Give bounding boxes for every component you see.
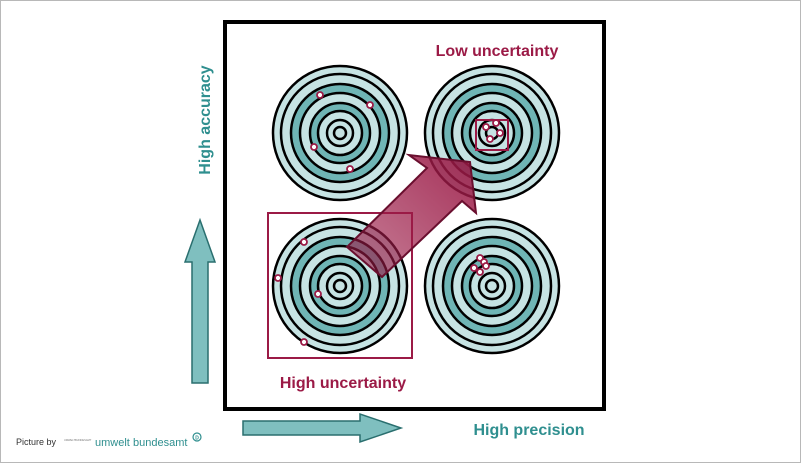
target-ring bbox=[332, 125, 348, 141]
hit-mark bbox=[274, 274, 282, 282]
improvement-arrow bbox=[345, 153, 478, 279]
brand-logo-mark: D bbox=[195, 436, 199, 442]
credit-prefix: Picture by bbox=[16, 437, 57, 447]
accuracy-axis-arrow bbox=[183, 217, 217, 384]
hit-mark bbox=[470, 264, 478, 272]
hit-mark bbox=[300, 338, 308, 346]
hit-mark bbox=[316, 91, 324, 99]
hit-mark bbox=[482, 123, 490, 131]
targets-group bbox=[271, 64, 561, 355]
high-accuracy-label: High accuracy bbox=[197, 65, 214, 174]
brand-logo-icon bbox=[192, 432, 202, 442]
precision-axis-arrow bbox=[242, 412, 404, 444]
hit-mark bbox=[300, 238, 308, 246]
credit-brand-2: bundesamt bbox=[133, 437, 187, 449]
target-ring bbox=[332, 278, 348, 294]
hit-mark bbox=[496, 129, 504, 137]
target-top-left bbox=[271, 64, 409, 202]
credit-small-text: UMWELTBUNDESAMT bbox=[64, 438, 92, 442]
low-uncertainty-box bbox=[475, 119, 509, 151]
target-bottom-right bbox=[423, 217, 561, 355]
high-uncertainty-box bbox=[267, 212, 413, 359]
target-ring bbox=[484, 278, 500, 294]
hit-mark bbox=[486, 135, 494, 143]
high-uncertainty-label: High uncertainty bbox=[280, 375, 406, 392]
credit-brand-1: umwelt bbox=[95, 437, 130, 449]
hit-mark bbox=[482, 262, 490, 270]
target-bottom-left bbox=[271, 217, 409, 355]
hit-mark bbox=[314, 290, 322, 298]
hit-mark bbox=[476, 268, 484, 276]
hit-mark bbox=[310, 143, 318, 151]
high-precision-label: High precision bbox=[473, 422, 584, 439]
hit-mark bbox=[346, 165, 354, 173]
low-uncertainty-label: Low uncertainty bbox=[436, 43, 559, 60]
hit-mark bbox=[366, 101, 374, 109]
